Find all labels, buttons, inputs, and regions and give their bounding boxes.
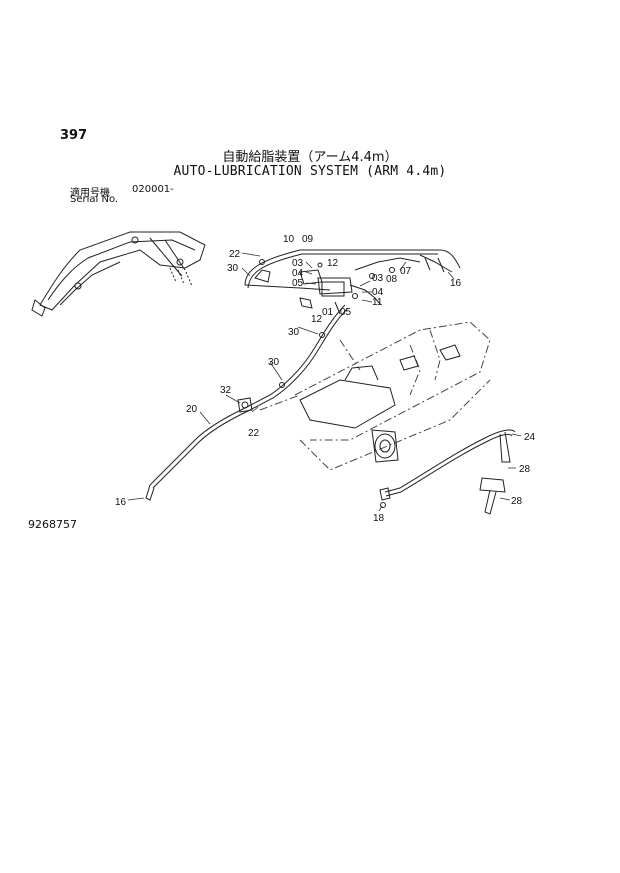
title-english: AUTO-LUBRICATION SYSTEM (ARM 4.4m) <box>173 164 447 179</box>
callout-03-left: 03 <box>292 258 304 269</box>
callout-08: 08 <box>386 274 398 285</box>
callout-32: 32 <box>220 385 232 396</box>
serial-value: 020001- <box>132 184 174 195</box>
callout-04-left: 04 <box>292 268 304 279</box>
callout-16-bottom: 16 <box>115 497 127 508</box>
callout-22-bottom: 22 <box>248 428 260 439</box>
pump-supply-hose <box>379 429 516 515</box>
page-number: 397 <box>60 128 88 143</box>
serial-label-english: Serial No. <box>70 194 119 205</box>
callout-28-upper: 28 <box>519 464 531 475</box>
callout-22-top: 22 <box>229 249 241 260</box>
serial-label-japanese: 適用号機 <box>70 188 110 199</box>
callout-labels: 22 10 09 30 03 04 05 12 03 08 07 16 01 0… <box>115 234 536 524</box>
callout-03-right: 03 <box>372 273 384 284</box>
callout-24: 24 <box>524 432 536 443</box>
callout-05-right: 05 <box>340 307 352 318</box>
callout-20: 20 <box>186 404 198 415</box>
leader-lines <box>127 252 522 512</box>
callout-10: 10 <box>283 234 295 245</box>
boom-hose-harness <box>244 249 461 315</box>
callout-30-lower: 30 <box>268 357 280 368</box>
callout-04-right: 04 <box>372 287 384 298</box>
main-supply-line <box>145 304 349 501</box>
callout-12-bottom: 12 <box>311 314 323 325</box>
callout-11: 11 <box>372 297 383 308</box>
callout-05-left: 05 <box>292 278 304 289</box>
drawing-number: 9268757 <box>28 518 77 531</box>
callout-16-top: 16 <box>450 278 462 289</box>
callout-28-lower: 28 <box>511 496 523 507</box>
callout-18: 18 <box>373 513 385 524</box>
callout-09: 09 <box>302 234 314 245</box>
front-attachment-thumbnail <box>31 231 206 317</box>
swing-bearing <box>299 344 461 463</box>
callout-12-top: 12 <box>327 258 339 269</box>
callout-30-top: 30 <box>227 263 239 274</box>
title-japanese: 自動給脂装置（アーム4.4m） <box>222 150 398 165</box>
callout-30-mid: 30 <box>288 327 300 338</box>
callout-01: 01 <box>322 307 334 318</box>
callout-07: 07 <box>400 266 412 277</box>
